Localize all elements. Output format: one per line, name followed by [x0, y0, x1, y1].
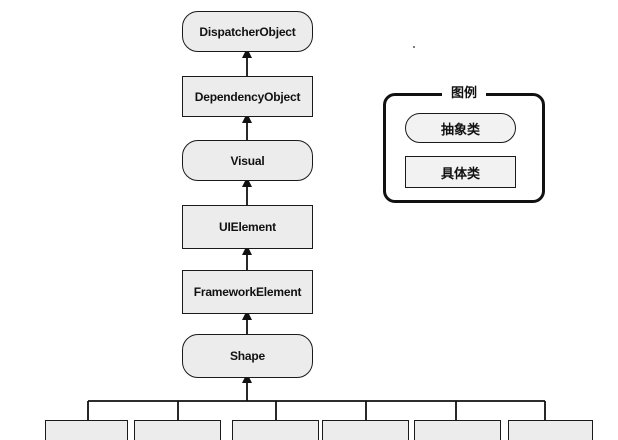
subclass-box — [134, 420, 221, 440]
class-node-shape: Shape — [182, 334, 313, 378]
class-node-uielement: UIElement — [182, 205, 313, 249]
legend-title: 图例 — [442, 84, 486, 104]
class-node-dependencyobject: DependencyObject — [182, 76, 313, 117]
subclass-box — [508, 420, 593, 440]
subclass-box — [232, 420, 319, 440]
subclass-box — [322, 420, 409, 440]
class-node-visual: Visual — [182, 140, 313, 181]
class-node-frameworkelement: FrameworkElement — [182, 270, 313, 314]
legend-abstract-class: 抽象类 — [405, 113, 516, 143]
subclass-box — [45, 420, 128, 440]
legend-concrete-class: 具体类 — [405, 156, 516, 188]
scan-speck — [413, 46, 415, 48]
subclass-box — [414, 420, 501, 440]
class-node-dispatcherobject: DispatcherObject — [182, 11, 313, 52]
